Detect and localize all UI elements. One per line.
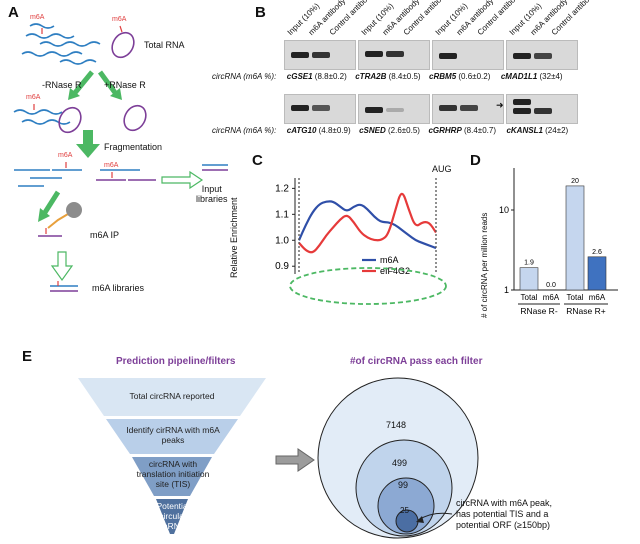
m6a-mark-5: m6A [104,162,119,169]
series-line-eif4g2 [298,192,437,254]
bar-category-label: Total [521,293,538,302]
row2-caption: circRNA (m6A %): cATG10 (4.8±0.9) cSNED … [212,126,569,135]
c-ytick-label: 1.1 [275,209,289,220]
gel-csned [358,94,430,124]
filter-3: circRNA with translation initiation site… [136,459,210,489]
row1-caption: circRNA (m6A %): cGSE1 (8.8±0.2) cTRA2B … [212,72,563,81]
pipeline-title: Prediction pipeline/filters [116,356,236,367]
group-label: RNase R+ [566,306,605,316]
bar-value-label: 20 [571,178,579,185]
gel-catg10 [284,94,356,124]
m6a-mark-1: m6A [30,14,45,21]
d-ytick-label: 10 [499,205,509,215]
group-label: RNase R- [520,306,557,316]
filter-4: Potential circular mRNA [156,501,190,531]
panel-d-label: D [470,152,481,169]
gel-cgrhrp [432,94,504,124]
filter-2: Identify cirRNA with m6A peaks [126,425,220,445]
panel-a-label: A [8,4,19,21]
bar-category-label: m6A [589,293,606,302]
gel-crbm5 [432,40,504,70]
c-ytick-label: 1.2 [275,183,289,194]
bar [565,185,585,291]
m6a-mark-4: m6A [58,152,73,159]
m6a-libraries-label: m6A libraries [92,283,145,293]
panel-e-label: E [22,348,33,365]
panel-a-schematic [13,23,228,292]
plus-rnase-label: +RNase R [104,80,146,90]
legend-label: m6A [380,255,399,265]
counts-title: #of circRNA pass each filter [350,356,483,367]
fragmentation-label: Fragmentation [104,142,163,152]
count-499: 499 [392,458,408,468]
m6a-mark-3: m6A [26,94,41,101]
bar-value-label: 1.9 [524,260,534,267]
bar-value-label: 0.0 [546,282,556,289]
minus-rnase-label: -RNase R [42,80,82,90]
m6a-ip-label: m6A IP [90,230,120,240]
bar-value-label: 2.6 [592,249,602,256]
gel-cgse1 [284,40,356,70]
band-arrow: ➜ [496,100,504,110]
bar-category-label: Total [567,293,584,302]
count-7148: 7148 [386,420,407,430]
count-99: 99 [398,480,409,490]
filter-1: Total circRNA reported [129,391,215,401]
gel-cmad1l1 [506,40,578,70]
funnel-tier-3 [132,457,212,496]
funnel-tier-1 [78,378,266,416]
c-ytick-label: 1.0 [275,235,289,246]
count-25: 25 [400,506,409,515]
m6a-mark-2: m6A [112,16,127,23]
gel-ckansl1 [506,94,578,124]
series-line-m6a [297,200,437,250]
total-rna-label: Total RNA [144,40,185,50]
aug-label: AUG [432,164,452,174]
c-ytick-label: 0.9 [275,261,289,272]
d-ytick-label: 1 [504,285,509,295]
panel-b-label: B [255,4,266,21]
callout-text: circRNA with m6A peak, has potential TIS… [456,498,553,530]
bar-category-label: m6A [543,293,560,302]
funnel-tier-2 [106,419,238,454]
legend-label: eIF4G2 [380,266,410,276]
bar [519,267,539,291]
gel-ctra2b [358,40,430,70]
funnel-tier-4 [156,499,188,534]
bar [587,256,607,291]
panel-c-label: C [252,152,263,169]
